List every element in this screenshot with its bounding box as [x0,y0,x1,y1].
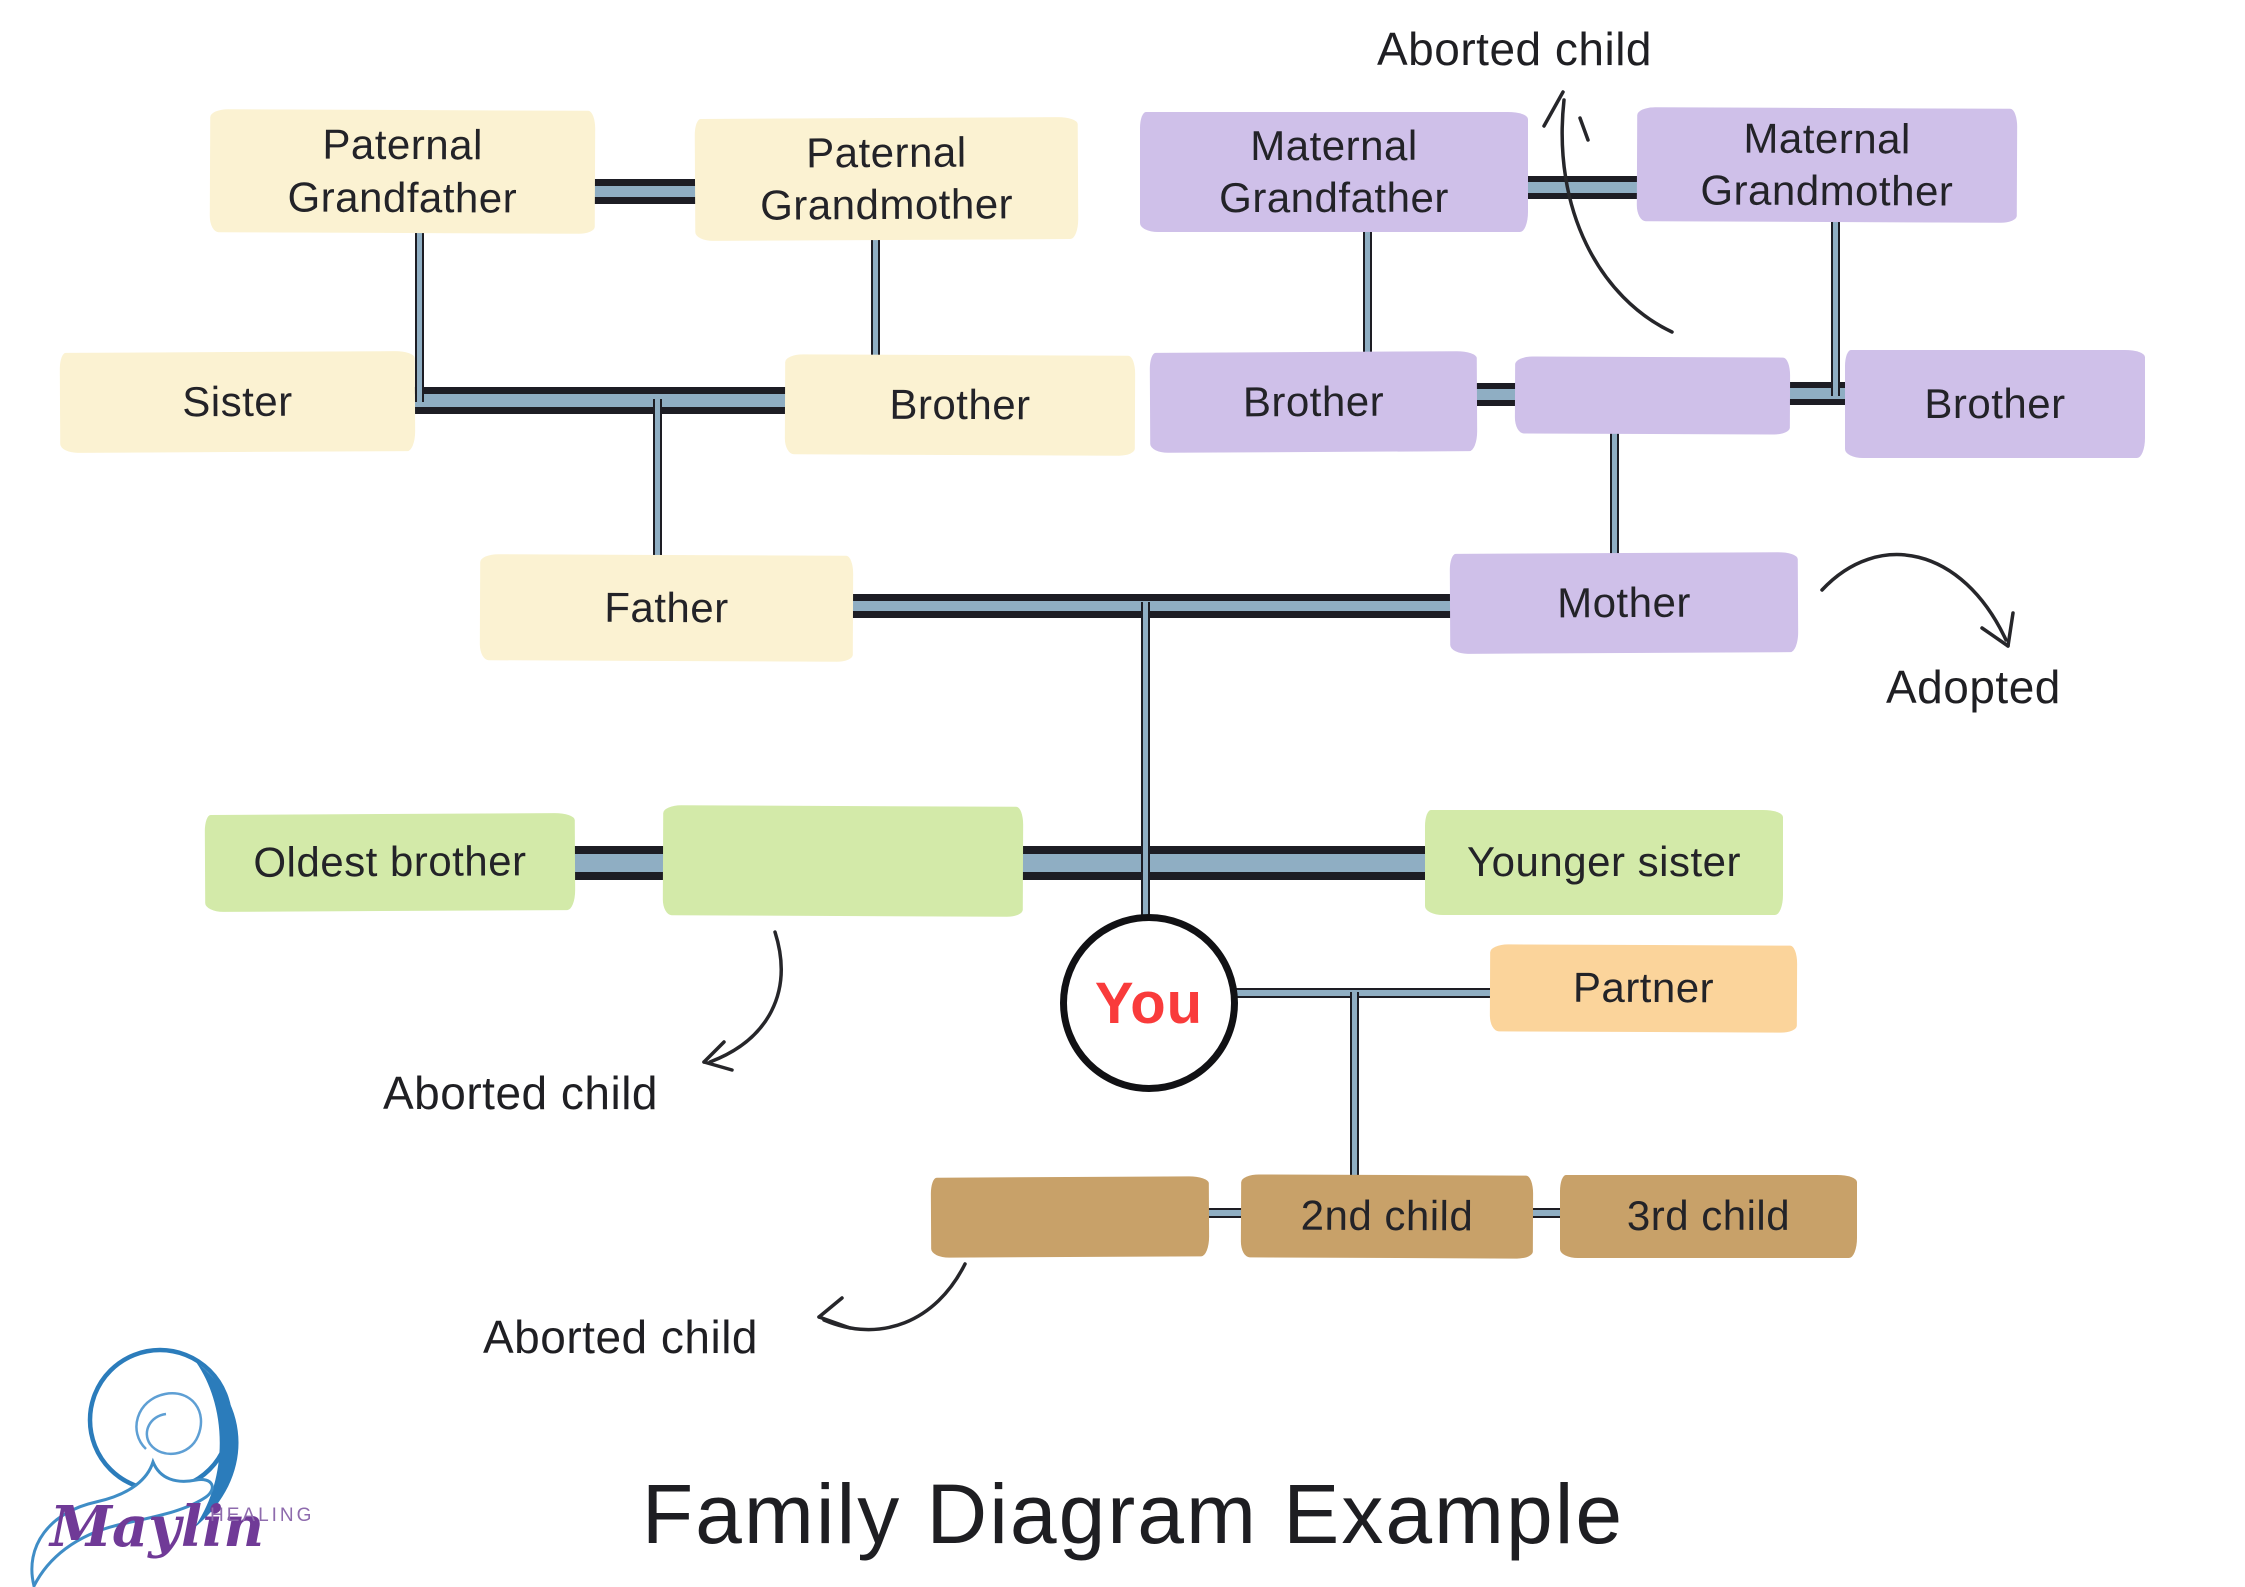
arrow-adopted [1820,552,2015,648]
line-parents-to-you [1141,602,1150,916]
node-brother-paternal: Brother [784,354,1136,456]
line-mgf-to-brother [1363,228,1372,355]
node-label: Maternal Grandmother [1700,114,1954,215]
node-partner: Partner [1489,944,1798,1033]
annotation-aborted-child-bottom: Aborted child [483,1311,758,1363]
node-father: Father [479,554,854,662]
annotation-adopted: Adopted [1886,661,2061,713]
line-mgm-to-connector [1831,220,1840,396]
node-brother-maternal-2: Brother [1845,350,2145,458]
node-brother-maternal-1: Brother [1149,351,1478,453]
node-paternal-grandmother: Paternal Grandmother [694,116,1079,242]
line-partnership-to-children [1350,992,1359,1178]
node-label: 2nd child [1300,1191,1474,1240]
node-sister: Sister [59,351,416,453]
node-label: Brother [889,380,1031,429]
node-you: You [1060,914,1238,1092]
connector-sibling-maternal-brother2 [1788,382,1850,405]
node-younger-sister: Younger sister [1425,810,1783,915]
node-label: Paternal Grandfather [287,120,518,222]
connector-you-partner [1235,988,1493,998]
line-pgf-to-sibling-row [415,232,424,402]
line-siblingrow-to-father [653,399,662,559]
node-label: 3rd child [1626,1192,1791,1240]
line-pgm-to-brother [871,236,880,357]
node-label: Sister [182,377,293,426]
node-label: Maternal Grandfather [1219,121,1449,222]
node-label: Oldest brother [253,837,527,886]
logo-tagline-text: HEALING [210,1505,315,1526]
line-sibling-to-mother [1610,432,1619,558]
node-sibling-unnamed [662,805,1024,917]
node-maternal-grandmother: Maternal Grandmother [1636,107,2018,223]
connector-father-mother [850,594,1453,618]
node-label: Mother [1557,578,1691,627]
node-child-unnamed [930,1176,1210,1258]
node-mother: Mother [1449,552,1799,654]
connector-sister-brother [413,387,798,414]
node-label: Brother [1242,377,1385,426]
connector-child1-child2 [1206,1208,1244,1218]
node-paternal-grandfather: Paternal Grandfather [209,109,596,234]
arrow-aborted-child-middle [702,930,783,1072]
node-label: Paternal Grandmother [760,128,1014,229]
annotation-aborted-child-middle: Aborted child [383,1067,658,1119]
you-label: You [1094,970,1204,1036]
page-title: Family Diagram Example [641,1467,1625,1561]
node-label: Father [604,583,729,632]
node-label: Younger sister [1467,838,1741,886]
node-oldest-brother: Oldest brother [204,813,576,912]
node-third-child: 3rd child [1560,1175,1857,1258]
arrow-aborted-child-bottom [817,1262,967,1332]
connector-child2-child3 [1529,1208,1563,1218]
node-label: Brother [1924,379,2066,427]
node-second-child: 2nd child [1240,1174,1534,1259]
connector-maternal-brother-sibling [1470,383,1520,406]
connector-maternal-grandparents [1522,176,1644,199]
annotation-aborted-child-top: Aborted child [1377,23,1652,75]
node-maternal-grandfather: Maternal Grandfather [1140,112,1528,232]
logo-brand-text: Maylin [50,1494,265,1560]
connector-paternal-grandparents [585,179,700,204]
node-maternal-sibling-unnamed [1514,356,1791,435]
node-label: Partner [1572,963,1715,1012]
